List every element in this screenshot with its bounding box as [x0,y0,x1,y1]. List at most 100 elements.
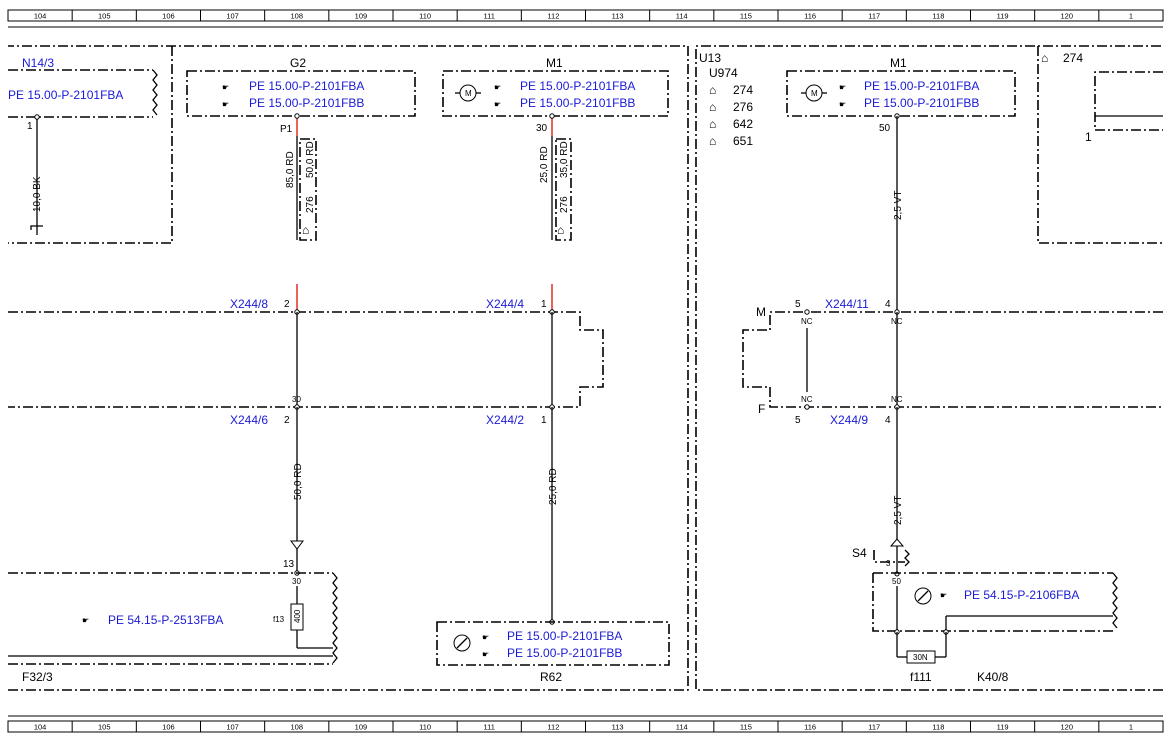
u974-label: U974 [709,66,738,80]
k40-8-ref: PE 54.15-P-2106FBA [964,588,1079,602]
n14-3-ref: PE 15.00-P-2101FBA [8,88,123,102]
engine-icon: ⌂ [1041,51,1048,65]
ruler-label: 114 [676,12,688,21]
svg-text:400: 400 [293,609,302,623]
svg-text:30: 30 [292,577,301,586]
x244-9-wire: 2,5 VT [893,496,904,525]
svg-text:276: 276 [733,100,753,114]
svg-text:274: 274 [733,83,753,97]
m1-left-ref-a: PE 15.00-P-2101FBA [520,79,635,93]
connector-x244-right: M F 5 NC X244/11 4 NC NC NC 5 X244/9 4 2… [742,297,1163,547]
r62-ref-a: PE 15.00-P-2101FBA [507,629,622,643]
ruler-label: 104 [34,12,47,21]
g2-ref-b: PE 15.00-P-2101FBB [249,96,364,110]
component-u13: U13 U974 ⌂ 274 ⌂ 276 ⌂ 642 ⌂ 651 [699,51,753,148]
m1-left-wire-b: 35,0 RD [559,141,570,178]
ruler-label: 113 [612,12,624,21]
svg-text:2: 2 [284,299,290,310]
m1-right-wire: 2,5 VT [893,191,904,220]
ruler-label: 106 [162,12,175,21]
svg-text:F: F [758,402,765,416]
wires-lower-left: 50,0 RD 13 25,0 RD [283,407,559,625]
x244-8-label: X244/8 [230,297,268,311]
hand-icon: ☛ [482,650,489,659]
svg-text:1: 1 [1085,130,1092,144]
ruler-label: 120 [1060,12,1073,21]
m1-right-ref-b: PE 15.00-P-2101FBB [864,96,979,110]
hand-icon: ☛ [839,83,846,92]
g2-ref-a: PE 15.00-P-2101FBA [249,79,364,93]
component-m1-right: M1 M ☛ PE 15.00-P-2101FBA ☛ PE 15.00-P-2… [786,56,1016,312]
g2-pin: P1 [280,124,293,135]
ruler-label: 110 [419,12,431,21]
ruler-label: 117 [868,12,880,21]
component-r62: ☛ PE 15.00-P-2101FBA ☛ PE 15.00-P-2101FB… [436,621,670,684]
ruler-label: 119 [997,12,1009,21]
svg-text:13: 13 [283,559,295,570]
engine-icon: ⌂ [709,134,716,148]
ruler-label: 112 [547,723,559,732]
ruler-label: 116 [804,723,816,732]
component-right-box: ⌂ 274 1 [1037,46,1163,244]
ruler-label: 108 [290,12,303,21]
engine-icon: ⌂ [709,117,716,131]
svg-text:M: M [811,89,818,98]
svg-text:1: 1 [541,415,547,426]
r62-label: R62 [540,670,562,684]
ruler-label: 113 [612,723,624,732]
m1-right-ref-a: PE 15.00-P-2101FBA [864,79,979,93]
svg-text:4: 4 [885,299,891,310]
x244-6-wire: 50,0 RD [293,463,304,500]
m1-left-label: M1 [546,56,563,70]
m1-left-variant: 276 [559,196,570,213]
ruler-label: 118 [932,723,944,732]
hand-icon: ☛ [839,100,846,109]
ruler-label: 108 [290,723,303,732]
ruler-label: 116 [804,12,816,21]
ruler-label: 105 [98,12,111,21]
svg-text:3: 3 [886,559,891,568]
engine-icon: ⌂ [709,100,716,114]
g2-wire-a: 85,0 RD [285,151,296,188]
k40-8-label: K40/8 [977,670,1009,684]
m1-left-ref-b: PE 15.00-P-2101FBB [520,96,635,110]
hand-icon: ☛ [940,591,947,600]
hand-icon: ☛ [482,633,489,642]
x244-11-label: X244/11 [825,297,869,311]
s4-label: S4 [852,546,867,560]
ruler-label: 117 [868,723,880,732]
component-g2: G2 ☛ PE 15.00-P-2101FBA ☛ PE 15.00-P-210… [186,56,416,310]
svg-text:642: 642 [733,117,753,131]
g2-wire-b: 50,0 RD [305,141,316,178]
n14-3-pin: 1 [27,121,33,132]
engine-icon: ⌂ [557,223,564,237]
ruler-label: 115 [740,12,752,21]
ruler-label: 120 [1060,723,1073,732]
u13-label: U13 [699,51,721,65]
ruler-label: 106 [162,723,175,732]
ruler-label: 114 [676,723,688,732]
svg-text:NC: NC [801,317,813,326]
ruler-label: 107 [226,723,239,732]
ruler-label: 1 [1129,723,1133,732]
svg-text:30N: 30N [913,653,928,662]
svg-text:1: 1 [541,299,547,310]
f32-3-ref: PE 54.15-P-2513FBA [108,613,223,627]
svg-text:5: 5 [795,415,801,426]
x244-2-wire: 25,0 RD [548,468,559,505]
svg-text:50: 50 [892,577,901,586]
f111-label: f111 [910,670,932,684]
ruler-label: 110 [419,723,431,732]
x244-9-label: X244/9 [830,413,868,427]
f32-3-label: F32/3 [22,670,53,684]
svg-text:4: 4 [885,415,891,426]
svg-text:2: 2 [284,415,290,426]
component-n14-3: N14/3 PE 15.00-P-2101FBA 1 10,0 BK [8,46,173,244]
m1-right-pin: 50 [879,123,891,134]
n14-3-label: N14/3 [22,56,54,70]
svg-text:651: 651 [733,134,753,148]
ruler-label: 107 [226,12,239,21]
ruler-label: 1 [1129,12,1133,21]
m1-left-pin: 30 [536,123,548,134]
